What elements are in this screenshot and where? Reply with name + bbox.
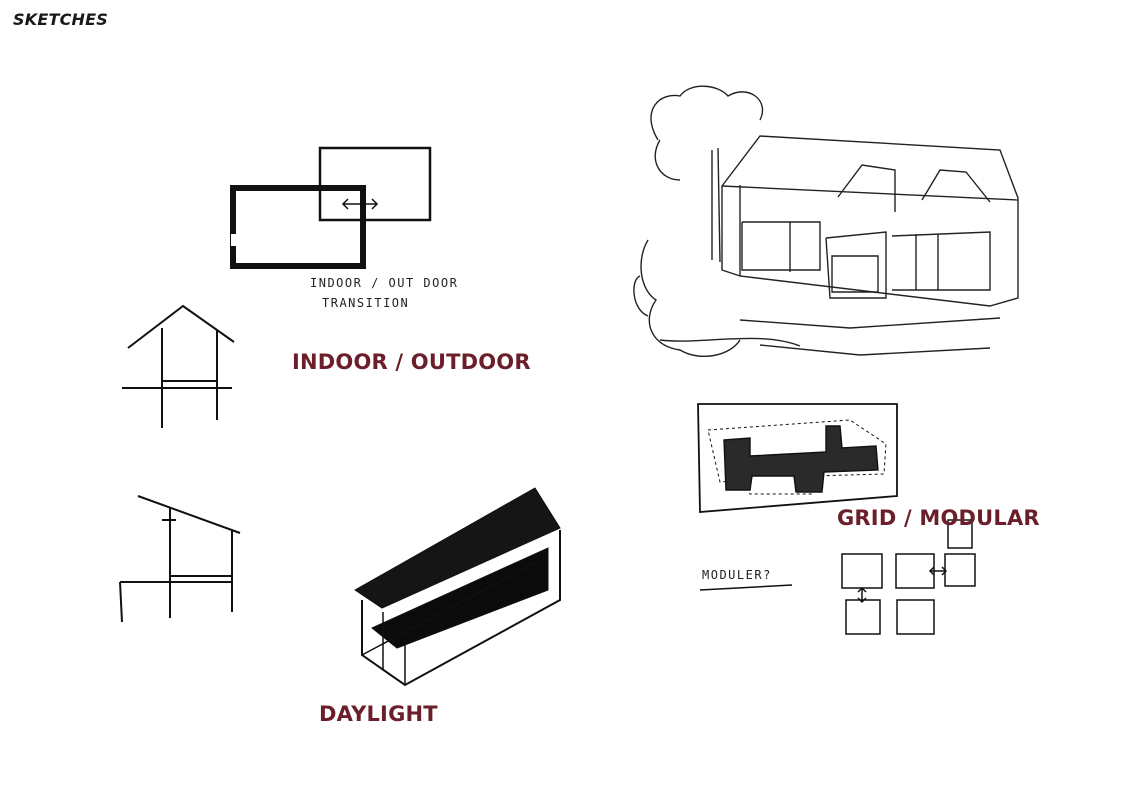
page-title: SKETCHES — [13, 10, 108, 29]
indoor-outdoor-plan-sketch — [231, 148, 430, 266]
transition-note-line1: INDOOR / OUT DOOR — [310, 276, 459, 290]
daylight-axonometric-sketch — [355, 488, 560, 685]
monopitch-section-sketch — [120, 496, 240, 622]
heading-grid-modular: GRID / MODULAR — [837, 506, 1040, 530]
gable-section-sketch — [122, 306, 234, 428]
modular-question-note: MODULER? — [702, 568, 772, 582]
transition-note-line2: TRANSITION — [322, 296, 410, 310]
site-plan-sketch — [698, 404, 897, 512]
heading-indoor-outdoor: INDOOR / OUTDOOR — [292, 350, 531, 374]
modular-boxes-sketch — [700, 520, 975, 634]
house-perspective-sketch — [634, 86, 1018, 356]
heading-daylight: DAYLIGHT — [319, 702, 438, 726]
